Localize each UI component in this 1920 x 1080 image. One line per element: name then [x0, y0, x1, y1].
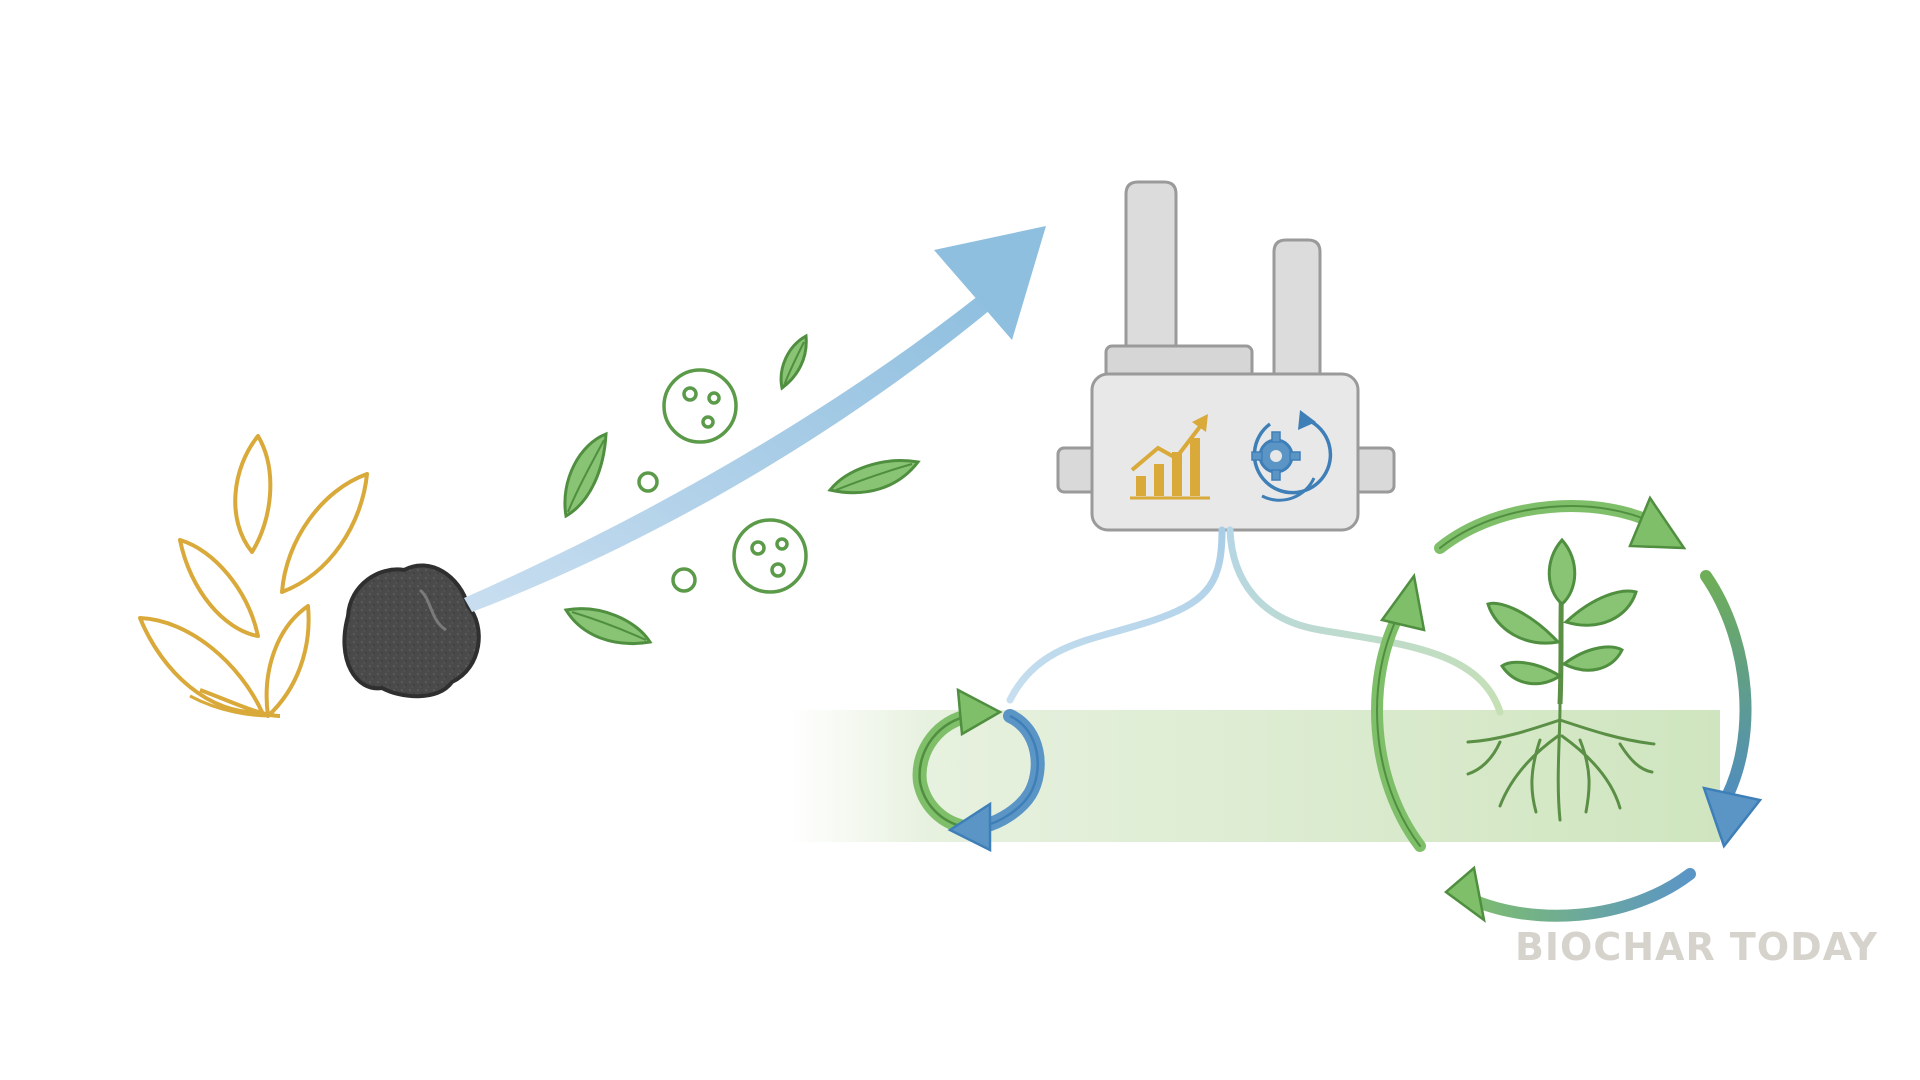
particle-cluster-icon [637, 368, 808, 594]
plant-with-roots-icon [1466, 537, 1656, 822]
biochar-rock-icon [342, 563, 481, 699]
leaf-group [563, 333, 921, 646]
wheat-stalk-icon [138, 434, 369, 718]
soil-band [790, 710, 1720, 842]
gear-cycle-icon [1251, 410, 1333, 502]
factory-icon [1056, 180, 1396, 532]
factory-output-pipes [1006, 526, 1504, 716]
circular-cycle-arrows-icon [1371, 495, 1763, 923]
recycle-arrows-icon [912, 687, 1045, 853]
growth-chart-icon [1130, 414, 1210, 500]
upward-arrow-icon [464, 226, 1046, 612]
